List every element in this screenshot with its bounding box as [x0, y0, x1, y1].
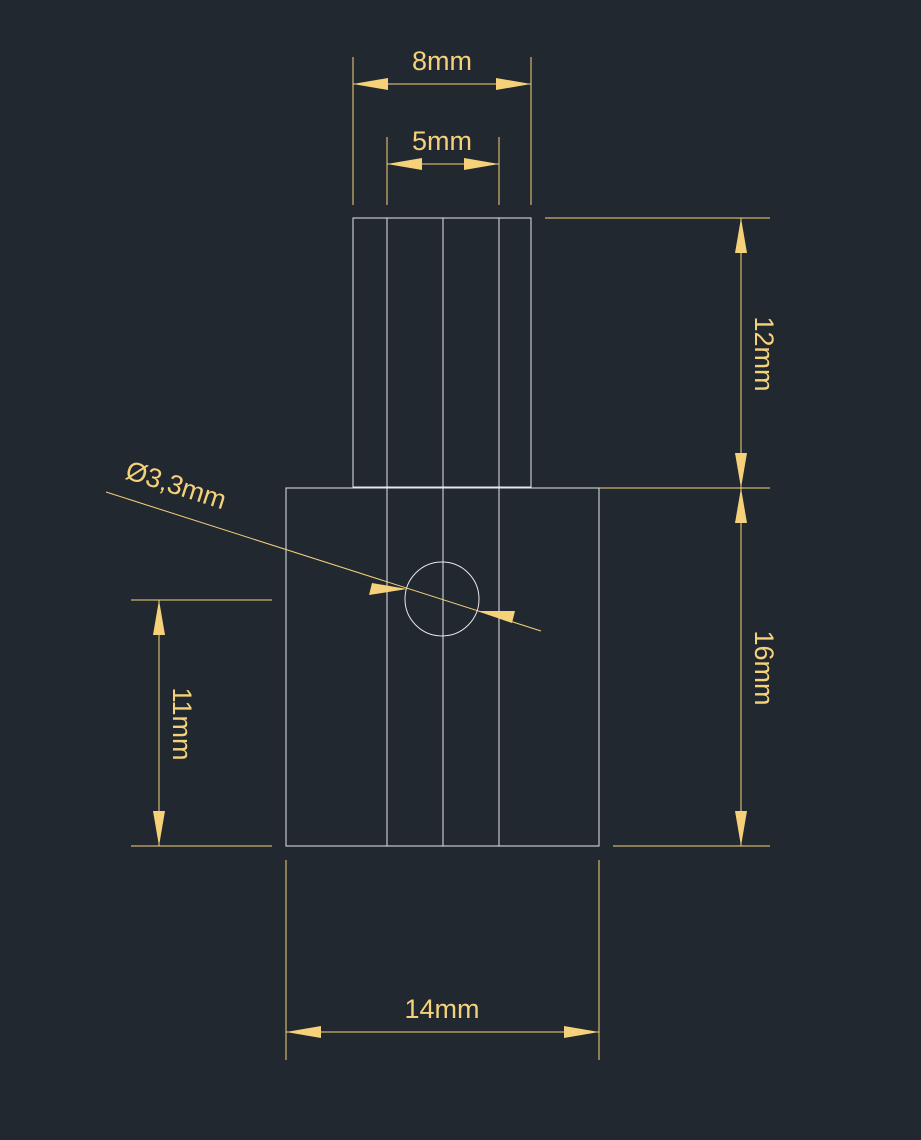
arrowhead [735, 811, 747, 846]
arrowhead [387, 158, 422, 170]
hole-circle [404, 561, 480, 637]
arrowhead [477, 611, 515, 623]
dimension-hole-diameter: Ø3,3mm [105, 455, 542, 632]
dimension-top-width: 8mm [352, 46, 532, 205]
upper-block-outline [352, 217, 532, 488]
part-geometry [285, 217, 600, 847]
dimension-label-top-height: 12mm [749, 316, 779, 391]
arrowhead [353, 78, 388, 90]
dimension-slot-width: 5mm [386, 126, 500, 205]
dimension-label-bottom-height: 16mm [749, 630, 779, 705]
dimension-bottom-height: 16mm [613, 488, 779, 847]
arrowhead [153, 600, 165, 635]
arrowhead [496, 78, 531, 90]
dimension-hole-offset: 11mm [131, 599, 272, 847]
arrowhead [735, 453, 747, 488]
dimension-label-hole-diameter: Ø3,3mm [122, 455, 230, 515]
arrowhead [369, 583, 407, 595]
arrowhead [564, 1026, 599, 1038]
arrowhead [286, 1026, 321, 1038]
arrowhead [464, 158, 499, 170]
dimension-label-hole-offset: 11mm [167, 687, 197, 760]
arrowhead [153, 811, 165, 846]
dimension-label-top-width: 8mm [412, 46, 472, 76]
dimension-label-bottom-width: 14mm [404, 994, 479, 1024]
dimension-bottom-width: 14mm [285, 860, 600, 1060]
leader-line [105, 491, 542, 632]
arrowhead [735, 218, 747, 253]
arrowhead [735, 488, 747, 523]
dimension-top-height: 12mm [545, 217, 779, 489]
dimension-label-slot-width: 5mm [412, 126, 472, 156]
